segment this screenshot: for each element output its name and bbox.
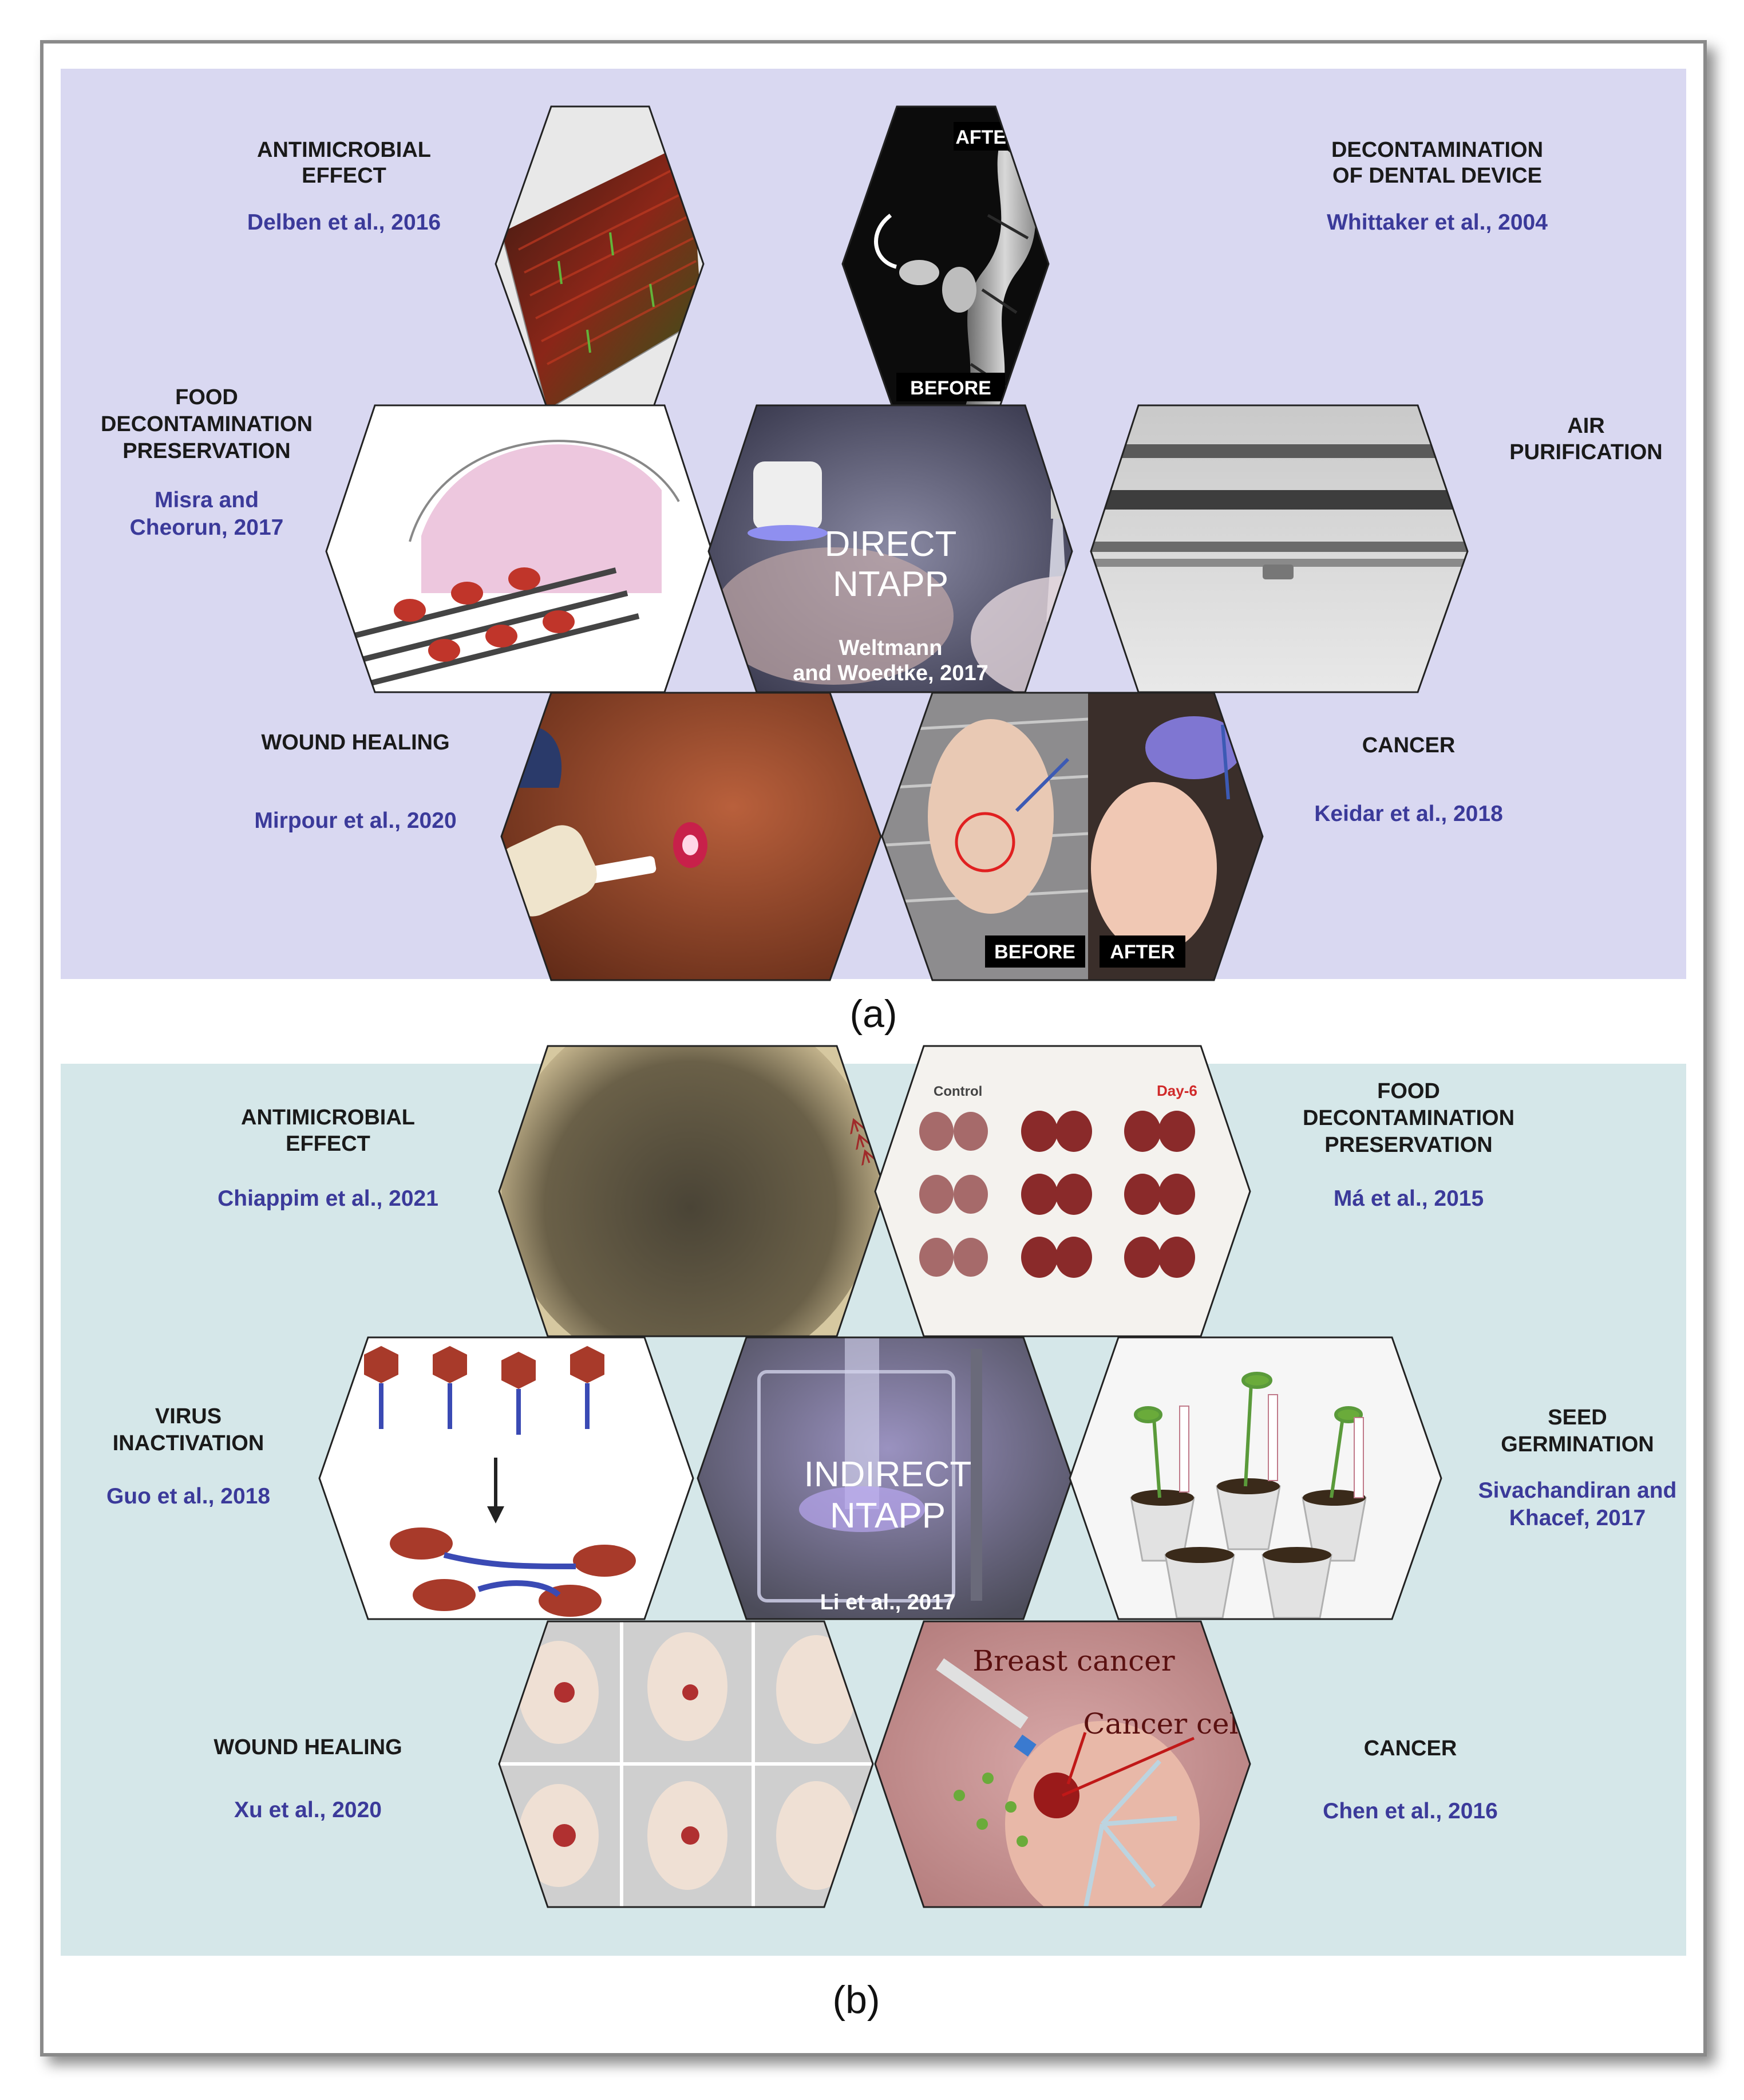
hex-wound-healing-photo (501, 693, 881, 980)
ref-a-wound: Mirpour et al., 2020 (254, 808, 456, 833)
label-b-food-line3: PRESERVATION (1324, 1133, 1493, 1157)
label-b-wound: WOUND HEALING (213, 1735, 402, 1759)
label-a-food-line1: FOOD (175, 385, 238, 409)
caption-a: (a) (849, 992, 897, 1036)
label-b-food-line1: FOOD (1377, 1079, 1440, 1103)
ref-b-seed-line1: Sivachandiran and (1478, 1478, 1677, 1503)
figure-frame: AFTER BEFORE DIRECT NTAPP Weltmann and W… (40, 40, 1707, 2056)
cancer-illustration-label1: Breast cancer (972, 1644, 1174, 1677)
hex-wound-healing-mice-grid (499, 1621, 873, 1907)
hex-food-schematic (326, 405, 712, 692)
label-b-seed-line2: GERMINATION (1501, 1432, 1654, 1456)
hex-food-fruit-photo: Control Day-6 (875, 1046, 1250, 1336)
hex-virus-phage-diagram (319, 1337, 693, 1619)
label-b-virus-line1: VIRUS (155, 1404, 222, 1428)
direct-ntapp-ref-line1: Weltmann (839, 636, 943, 660)
hex-cancer-mice-photo: BEFORE AFTER (882, 693, 1263, 980)
fruit-photo-control-label: Control (934, 1084, 982, 1099)
hex-air-purifier-photo (1091, 405, 1468, 692)
label-a-antimicrobial-line2: EFFECT (302, 164, 386, 188)
label-a-wound: WOUND HEALING (261, 731, 449, 755)
label-a-air-line2: PURIFICATION (1509, 440, 1662, 464)
cancer-illustration-label2: Cancer cell (1083, 1707, 1247, 1740)
label-a-cancer: CANCER (1362, 733, 1456, 757)
ref-a-antimicrobial: Delben et al., 2016 (247, 210, 441, 235)
caption-b: (b) (832, 1978, 880, 2022)
cancer-after-tag: AFTER (1110, 941, 1174, 963)
ref-b-virus: Guo et al., 2018 (106, 1484, 270, 1509)
cancer-before-tag: BEFORE (994, 941, 1075, 963)
label-b-cancer: CANCER (1364, 1736, 1457, 1760)
label-b-antimicrobial-line2: EFFECT (286, 1132, 370, 1156)
ref-a-food-line1: Misra and (155, 488, 259, 512)
fruit-photo-day-label: Day-6 (1157, 1082, 1197, 1099)
ref-a-cancer: Keidar et al., 2018 (1314, 802, 1503, 826)
label-b-virus-line2: INACTIVATION (113, 1431, 264, 1455)
label-b-food-line2: DECONTAMINATION (1303, 1106, 1514, 1130)
label-b-seed-line1: SEED (1548, 1406, 1607, 1430)
ref-b-wound: Xu et al., 2020 (234, 1798, 382, 1822)
direct-ntapp-title-line1: DIRECT (825, 524, 957, 564)
ref-a-food-line2: Cheorun, 2017 (130, 515, 284, 540)
label-b-antimicrobial-line1: ANTIMICROBIAL (241, 1106, 415, 1130)
direct-ntapp-title-line2: NTAPP (833, 565, 948, 604)
ref-b-seed-line2: Khacef, 2017 (1509, 1506, 1646, 1530)
ref-b-antimicrobial: Chiappim et al., 2021 (217, 1186, 438, 1211)
label-a-food-line3: PRESERVATION (122, 439, 291, 463)
indirect-ntapp-title-line1: INDIRECT (804, 1455, 972, 1494)
ref-a-dental: Whittaker et al., 2004 (1327, 210, 1548, 235)
indirect-ntapp-title-line2: NTAPP (830, 1496, 946, 1535)
hex-antimicrobial-plate-photo: ᗕᗕᗕ (499, 1046, 885, 1336)
label-a-air-line1: AIR (1567, 414, 1604, 438)
ref-b-cancer: Chen et al., 2016 (1323, 1799, 1498, 1823)
hex-seed-germination-photo (1070, 1337, 1441, 1619)
figure-canvas: AFTER BEFORE DIRECT NTAPP Weltmann and W… (61, 69, 1686, 2022)
direct-ntapp-ref-line2: and Woedtke, 2017 (793, 661, 988, 685)
hex-indirect-ntapp-photo: INDIRECT NTAPP Li et al., 2017 (698, 1337, 1072, 1619)
hex-cancer-illustration: Breast cancer Cancer cell (875, 1621, 1250, 1907)
label-a-dental-line1: DECONTAMINATION (1331, 138, 1543, 162)
ref-b-food: Má et al., 2015 (1334, 1186, 1484, 1211)
label-a-food-line2: DECONTAMINATION (101, 412, 313, 436)
dental-before-tag: BEFORE (910, 377, 991, 399)
label-a-dental-line2: OF DENTAL DEVICE (1332, 164, 1542, 188)
indirect-ntapp-ref: Li et al., 2017 (820, 1590, 956, 1615)
label-a-antimicrobial-line1: ANTIMICROBIAL (257, 138, 431, 162)
